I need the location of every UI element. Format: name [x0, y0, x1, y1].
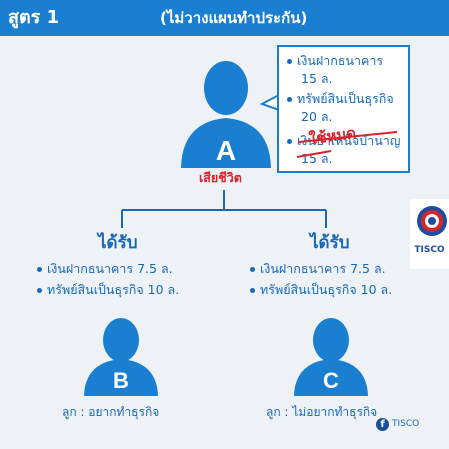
tree-connectors: [121, 190, 327, 228]
person-c-icon: [294, 318, 368, 396]
bullet-dot: [37, 288, 42, 293]
header-subtitle: (ไม่วางแผนทำประกัน): [160, 9, 308, 27]
bullet-dot: [250, 267, 255, 272]
tisco-logo-icon: [417, 206, 447, 236]
child-c-caption: ลูก : ไม่อยากทำธุรกิจ: [266, 405, 378, 419]
person-c-letter: C: [323, 368, 339, 393]
asset-item: เงินฝากธนาคาร: [287, 52, 383, 69]
bullet-dot: [287, 139, 292, 144]
asset-amount: 20 ล.: [301, 109, 333, 124]
bullet-dot: [37, 267, 42, 272]
asset-item: ทรัพย์สินเป็นธุรกิจ: [287, 90, 394, 107]
bullet-dot: [287, 97, 292, 102]
child-c-item: เงินฝากธนาคาร 7.5 ล.: [250, 261, 386, 277]
parent-status: เสียชีวิต: [199, 170, 242, 185]
assets-callout: เงินฝากธนาคาร 15 ล. ทรัพย์สินเป็นธุรกิจ …: [277, 45, 410, 173]
header-bar: [0, 0, 449, 36]
bullet-dot: [287, 59, 292, 64]
tisco-logo-text: TISCO: [414, 245, 445, 255]
strike-through-marks: [296, 131, 398, 158]
person-b-icon: [84, 318, 158, 396]
asset-item-crossed: เงินบำเหน็จบำนาญ: [287, 132, 400, 149]
facebook-label: TISCO: [392, 419, 420, 429]
child-b-caption: ลูก : อยากทำธุรกิจ: [62, 405, 160, 419]
formula-label: สูตร 1: [8, 7, 60, 28]
child-b-item: เงินฝากธนาคาร 7.5 ล.: [37, 261, 173, 277]
child-c-heading: ได้รับ: [310, 233, 350, 253]
person-a-letter: A: [216, 135, 236, 166]
tisco-logo: TISCO: [410, 199, 449, 269]
facebook-icon: f: [376, 418, 389, 431]
child-b-item: ทรัพย์สินเป็นธุรกิจ 10 ล.: [37, 282, 179, 298]
bullet-dot: [250, 288, 255, 293]
person-b-letter: B: [113, 368, 129, 393]
person-a-icon: [181, 61, 271, 168]
asset-amount: 15 ล.: [301, 71, 333, 86]
child-b-heading: ได้รับ: [98, 233, 138, 253]
child-c-item: ทรัพย์สินเป็นธุรกิจ 10 ล.: [250, 282, 392, 298]
